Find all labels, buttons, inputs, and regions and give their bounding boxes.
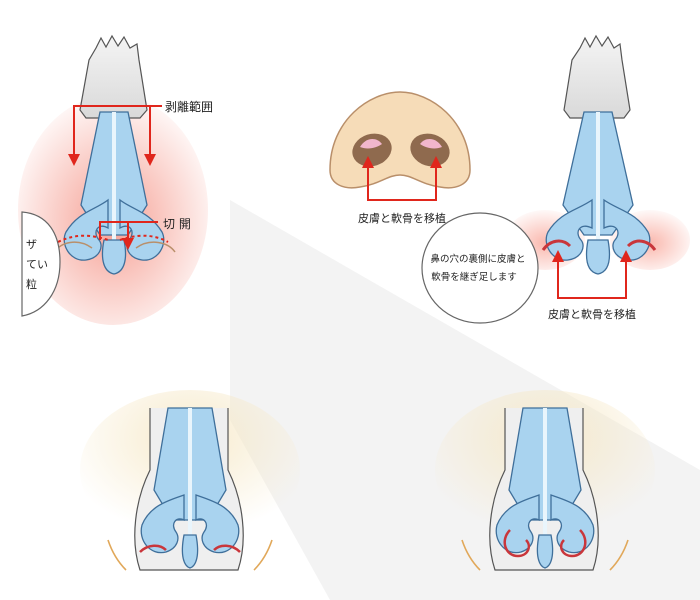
graft-strip-bottom-left — [139, 544, 241, 553]
graft-strip-left-right-panel — [541, 239, 572, 251]
alar-bracket-left-bottom-right — [461, 539, 481, 571]
alar-bracket-right-bottom-left — [253, 539, 273, 571]
alar-bracket-left-bottom-left — [107, 539, 127, 571]
columella-left-panel — [101, 239, 127, 275]
panel-bottom-right — [435, 390, 655, 571]
nose-base-underside — [329, 91, 471, 189]
graft-loop-left-bottom-right — [503, 529, 530, 558]
label-dissection-range: 剥離範囲 — [165, 99, 213, 114]
panel-bottom-left — [80, 390, 300, 571]
alar-wing-left-right-panel — [545, 198, 593, 261]
alar-wing-right-bottom-right — [550, 494, 595, 554]
graft-loop-right-bottom-right — [560, 529, 587, 558]
bubble-line1: 鼻の穴の裏側に皮膚と — [430, 253, 525, 265]
alar-wing-right-bottom-left — [195, 494, 240, 554]
speech-bubble-right — [421, 212, 539, 324]
panel-top-right: 皮膚と軟骨を移植 鼻の穴の裏側に皮膚と 軟骨を継ぎ足します — [421, 34, 690, 324]
nasal-bone-right-panel — [563, 34, 631, 119]
panel-top-left: 剥離範囲 切 開 ザ てい 粒 — [18, 34, 213, 325]
alar-bracket-right-bottom-right — [609, 539, 629, 571]
panel-top-middle: 皮膚と軟骨を移植 — [329, 91, 471, 225]
bubble-fragment-line1: ザ — [26, 238, 37, 251]
columella-right-panel — [585, 239, 611, 275]
bubble-fragment-line3: 粒 — [26, 277, 37, 291]
incision-dotted-line — [57, 234, 169, 243]
columella-bottom-right — [536, 534, 554, 569]
label-incision: 切 開 — [163, 217, 191, 231]
nostril-outline-right — [135, 241, 176, 253]
alar-wing-left-bottom-left — [140, 494, 185, 554]
bubble-fragment-line2: てい — [26, 258, 48, 271]
incision-bracket — [99, 221, 158, 240]
label-graft-right: 皮膚と軟骨を移植 — [548, 307, 636, 321]
left-nostril-graft — [360, 138, 382, 149]
label-graft-middle: 皮膚と軟骨を移植 — [358, 211, 446, 225]
right-nostril-graft — [420, 138, 442, 149]
graft-strip-right-right-panel — [626, 239, 657, 251]
alar-wing-left-bottom-right — [495, 494, 540, 554]
bubble-line2: 軟骨を継ぎ足します — [431, 271, 517, 283]
columella-bottom-left — [181, 534, 199, 569]
alar-cartilage-left-wing — [63, 198, 109, 261]
nasal-bone-left-panel — [79, 34, 148, 119]
speech-bubble-left — [21, 211, 61, 317]
